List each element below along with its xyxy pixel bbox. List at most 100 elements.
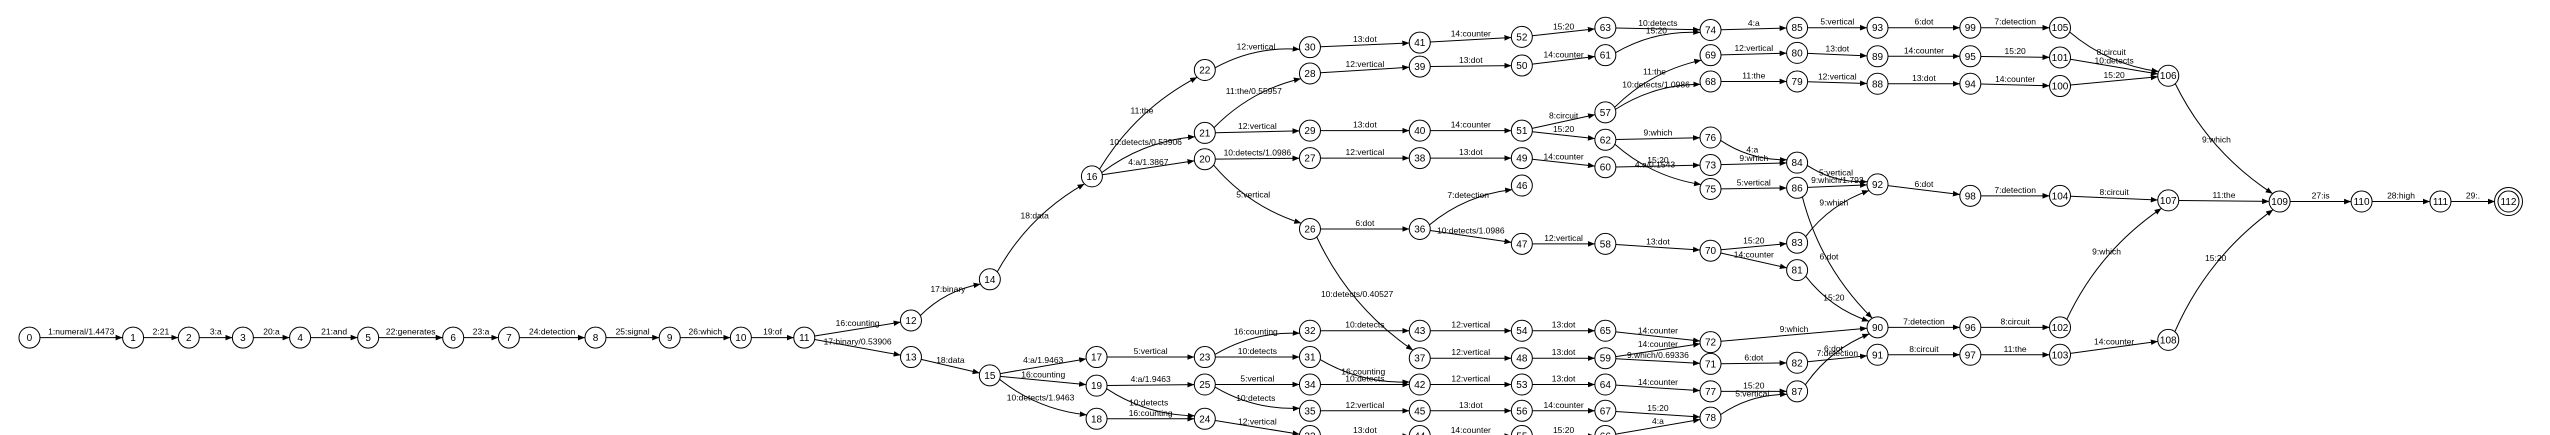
transition-96-102: 8:circuit [1980,316,2050,331]
transition-label: 16:counting [1234,327,1278,337]
transition-label: 10:detects [1129,398,1168,408]
transition-23-32: 16:counting [1214,327,1300,355]
transition-52-63: 15:20 [1532,21,1595,37]
state-circle [1959,72,1982,95]
state-circle [2268,190,2291,213]
state-circle [1193,148,1216,171]
state-node-5: 5 [357,326,380,349]
state-node-62: 62 [1594,128,1617,151]
state-label: 85 [1792,23,1804,34]
transition-36-46: 7:detection [1429,187,1513,226]
transition-arrow [1615,162,1701,169]
transition-16-22: 11:the [1099,76,1198,170]
transition-arrow [1101,134,1196,174]
transition-82-91: 7:detection [1807,348,1868,363]
state-label: 17 [1091,353,1103,364]
transition-1-2: 2:21 [143,327,179,341]
transition-31-42: 16:counting [1319,359,1410,386]
transition-arrow [1720,326,1868,342]
transition-label: 13:dot [1826,44,1850,54]
transition-61-74: 15:20 [1615,25,1701,54]
state-node-43: 43 [1408,319,1431,342]
transition-36-47: 10:detects/1.0986 [1430,225,1512,245]
transition-111-112: 29:. [2450,191,2495,205]
state-node-78: 78 [1699,406,1722,429]
state-label: 62 [1600,135,1612,146]
state-circle [1298,119,1321,142]
state-node-91: 91 [1866,343,1889,366]
state-circle [1959,184,1982,207]
state-circle [2049,343,2072,366]
state-label: 13 [905,353,917,364]
transition-label: 8:circuit [2099,187,2129,197]
transition-label: 8:circuit [2097,47,2127,57]
state-node-95: 95 [1959,45,1982,68]
state-circle [357,326,380,349]
state-circle [2157,189,2180,212]
state-circle [1510,25,1533,48]
transition-arrow [2069,31,2159,74]
state-node-51: 51 [1510,119,1533,142]
state-circle [1193,346,1216,369]
state-circle [1510,147,1533,170]
state-circle [1594,347,1617,370]
transition-47-58: 12:vertical [1532,233,1595,247]
transition-0-1: 1:numeral/1.4473 [39,327,123,341]
transition-label: 18:data [936,355,965,365]
transition-84-92: 5:vertical [1806,164,1868,185]
state-node-14: 14 [978,268,1001,291]
transition-arrow [2174,83,2273,195]
state-node-20: 20 [1193,148,1216,171]
transition-79-88: 12:vertical [1807,72,1868,87]
state-label: 99 [1965,23,1977,34]
state-circle [2049,75,2072,98]
transition-label: 26:which [689,327,723,337]
state-circle [1594,319,1617,342]
state-circle [1959,316,1982,339]
transition-label: 13:dot [1353,425,1377,435]
state-node-44: 44 [1408,424,1431,435]
state-circle [1699,352,1722,375]
state-label: 55 [1516,431,1528,435]
transition-102-107: 9:which [2066,207,2162,320]
state-label: 48 [1516,354,1528,365]
transition-label: 20:a [263,327,280,337]
transition-label: 15:20 [1647,403,1669,413]
state-node-52: 52 [1510,25,1533,48]
transition-label: 17:binary/0.53906 [824,336,892,346]
state-label: 68 [1705,77,1717,88]
transition-label: 14:counter [1451,425,1491,435]
state-label: 3 [240,333,246,344]
state-label: 64 [1600,380,1612,391]
state-node-11: 11 [793,326,816,349]
transition-arrow [1615,358,1701,366]
transition-label: 14:counter [1734,249,1774,259]
state-node-49: 49 [1510,147,1533,170]
state-node-17: 17 [1085,346,1108,369]
transition-92-98: 6:dot [1887,179,1960,197]
state-label: 49 [1516,154,1528,165]
transition-40-51: 14:counter [1430,120,1512,134]
transition-11-12: 16:counting [814,318,901,337]
state-node-67: 67 [1594,399,1617,422]
state-node-72: 72 [1699,331,1722,354]
state-circle [1408,373,1431,396]
transition-label: 8:circuit [1909,344,1939,354]
transition-arrow [1805,190,1870,237]
state-label: 102 [2052,323,2069,334]
transition-label: 14:counter [1451,120,1491,130]
transition-label: 16:counting [836,318,880,328]
state-circle [2049,46,2072,69]
transition-label: 4:a/1.9463 [1023,355,1063,365]
transition-16-20: 4:a/1.3867 [1102,157,1195,176]
transition-arrow [1615,384,1701,394]
transition-63-74: 10:detects [1615,18,1701,33]
state-circle [793,326,816,349]
state-node-54: 54 [1510,319,1533,342]
state-node-32: 32 [1298,319,1321,342]
state-circle [729,326,752,349]
transition-53-64: 13:dot [1532,373,1595,388]
state-circle [1786,231,1809,254]
transition-arrow [1807,182,1868,188]
transition-38-49: 13:dot [1430,147,1512,161]
